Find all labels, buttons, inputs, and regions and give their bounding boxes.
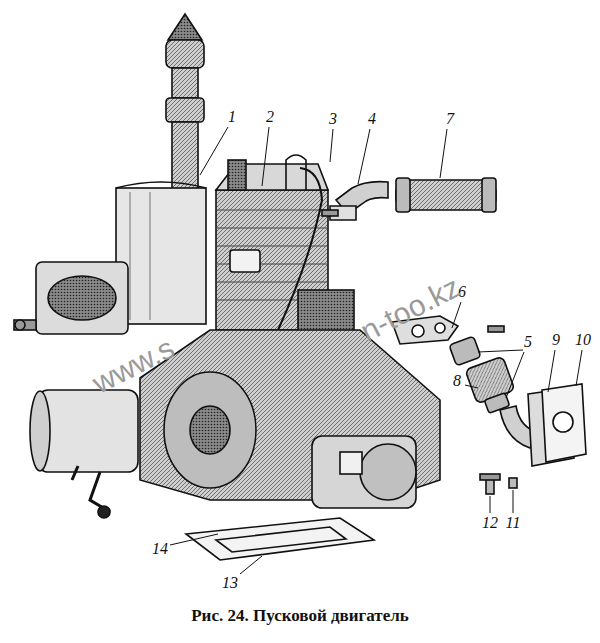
callout-number: 3 — [329, 111, 337, 127]
callout-number: 2 — [266, 109, 274, 125]
callout-number: 14 — [152, 541, 168, 557]
callout-number: 1 — [228, 109, 236, 125]
callout-number: 11 — [506, 515, 521, 531]
callout-number: 10 — [575, 332, 591, 348]
callout-number: 12 — [482, 515, 498, 531]
callout-number: 7 — [446, 111, 454, 127]
callout-number: 5 — [524, 334, 532, 350]
callout-number: 8 — [453, 373, 461, 389]
figure-caption: Рис. 24. Пусковой двигатель — [0, 606, 600, 626]
callout-number: 9 — [552, 332, 560, 348]
callout-number: 4 — [368, 111, 376, 127]
callout-number: 13 — [222, 575, 238, 591]
